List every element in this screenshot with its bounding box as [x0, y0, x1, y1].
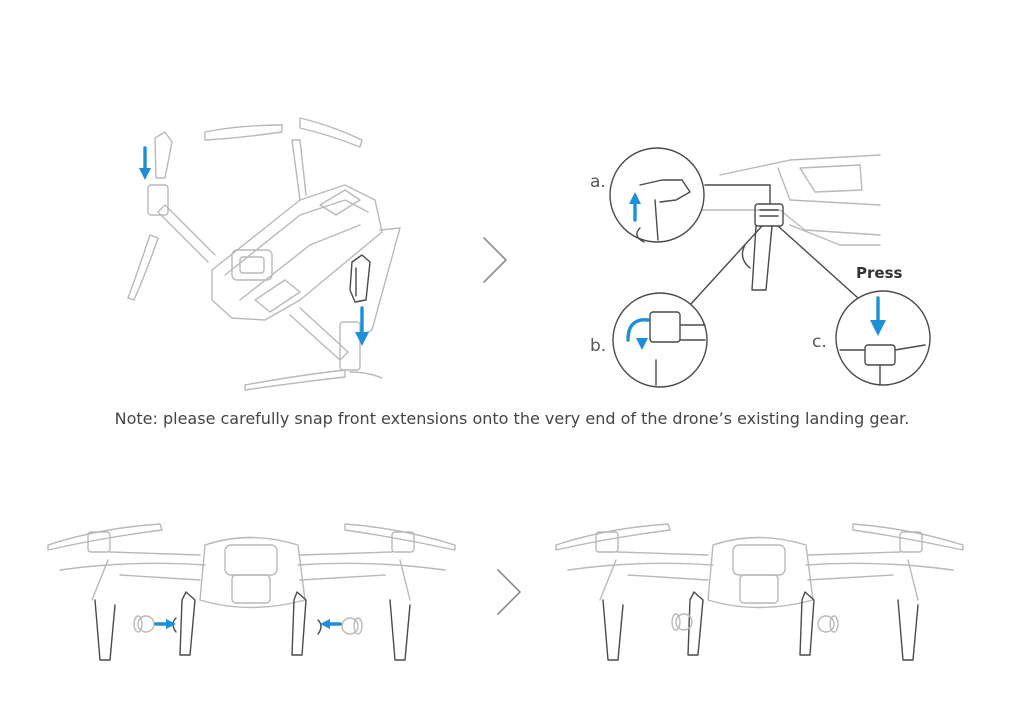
drone-corner	[699, 154, 881, 246]
propellers	[127, 117, 383, 391]
drone-front-legs	[599, 559, 919, 661]
leg-extension-clip	[741, 203, 784, 291]
drone-body	[211, 184, 383, 321]
detail-circle-a	[609, 147, 705, 243]
down-arrow-icon	[355, 306, 369, 346]
step-label-b: b.	[590, 336, 607, 356]
installation-note: Note: please carefully snap front extens…	[114, 409, 910, 428]
step-label-c: c.	[812, 332, 827, 352]
detail-circle-c	[835, 290, 931, 386]
detail-circle-b	[612, 292, 708, 388]
insert-arrow-icon	[320, 619, 342, 629]
step-label-a: a.	[590, 172, 606, 192]
callout-lines	[689, 184, 859, 306]
drone-front-legs	[91, 559, 411, 661]
drone-front-body	[555, 523, 964, 609]
insert-arrow-icon	[154, 619, 176, 629]
front-left-leg	[147, 131, 173, 216]
attached-extensions	[671, 613, 839, 633]
down-arrow-icon	[139, 146, 151, 180]
drone-front-body	[47, 523, 456, 609]
press-label: Press	[856, 264, 903, 282]
leg-extensions	[133, 615, 363, 635]
front-right-leg	[339, 254, 371, 371]
